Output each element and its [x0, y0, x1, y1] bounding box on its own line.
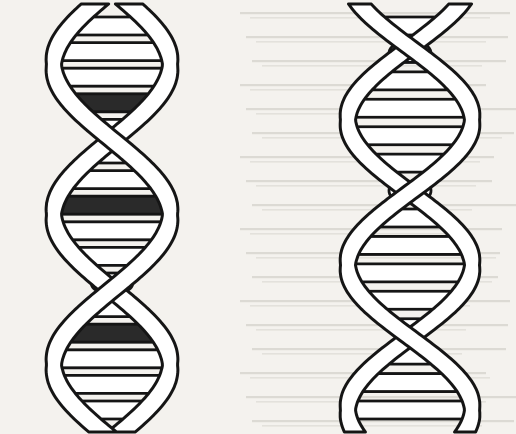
base-pair [343, 264, 477, 282]
base-pair [342, 401, 478, 419]
base-pair [48, 350, 175, 368]
right-double-helix [340, 4, 480, 432]
bleed-line [262, 425, 482, 427]
left-double-helix [46, 4, 178, 432]
bleed-line [246, 180, 492, 182]
bleed-line [256, 41, 486, 43]
bleed-line [256, 257, 496, 259]
bleed-line [246, 36, 508, 38]
bleed-line [256, 185, 476, 187]
rungs [48, 17, 175, 419]
